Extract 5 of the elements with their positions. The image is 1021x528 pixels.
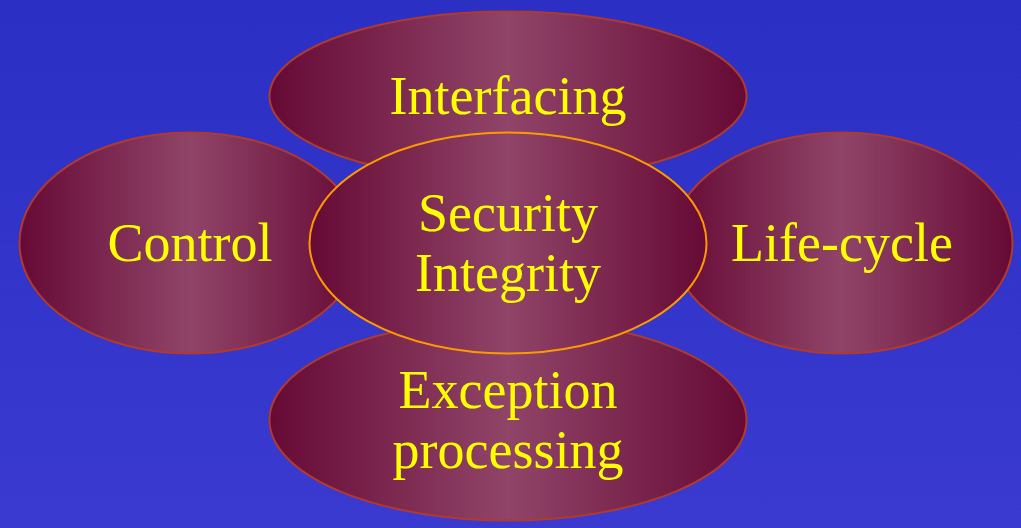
ellipse-label: Interfacing xyxy=(388,66,628,126)
ellipse-label: Control xyxy=(106,213,274,273)
ellipse-label: Exception processing xyxy=(391,360,625,480)
ellipse-label: Security Integrity xyxy=(414,183,602,303)
ellipse-label: Life-cycle xyxy=(730,213,954,273)
